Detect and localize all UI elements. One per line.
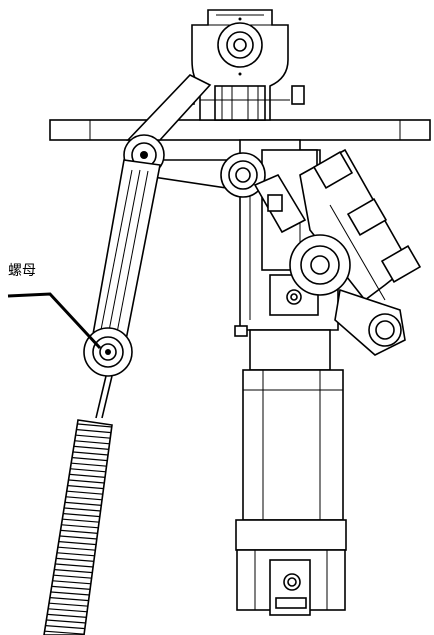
- mounting-plate: [49, 119, 431, 141]
- spring-coil-line: [77, 423, 113, 428]
- spring-coil-line: [59, 541, 97, 546]
- spring-coil-line: [72, 457, 108, 462]
- spring-coil-line: [61, 524, 99, 529]
- spring-coil-line: [77, 429, 112, 434]
- spring-coil-line: [68, 485, 104, 490]
- nut-label: 螺母: [8, 263, 36, 279]
- threaded-rod: [95, 375, 113, 419]
- nut-joint: [83, 327, 133, 377]
- spring-coil-line: [55, 563, 94, 568]
- spring-coil-line: [69, 479, 105, 484]
- spring-coil-line: [74, 445, 110, 450]
- spring-coil-line: [73, 451, 109, 456]
- spring-coil-line: [46, 619, 87, 624]
- spring-coil-line: [56, 557, 95, 562]
- spring-coil-line: [50, 597, 90, 602]
- coil-spring: [43, 419, 113, 635]
- spring-coil-line: [51, 591, 90, 596]
- spring-coil-line: [54, 569, 93, 574]
- spring-coil-line: [70, 468, 107, 473]
- spring-coil-line: [58, 546, 96, 551]
- spring-coil-line: [52, 580, 92, 585]
- spring-coil-line: [64, 507, 101, 512]
- spring-coil-line: [65, 501, 102, 506]
- spring-coil-line: [63, 513, 101, 518]
- spring-coil-line: [60, 529, 99, 534]
- spring-coil-line: [75, 440, 110, 445]
- spring-coil-line: [67, 490, 104, 495]
- spring-coil-line: [44, 630, 85, 635]
- spring-coil-line: [71, 462, 107, 467]
- spring-coil-line: [52, 585, 91, 590]
- spring-coil-line: [45, 625, 86, 630]
- motor-housing: [235, 329, 347, 616]
- nut-callout: 螺母: [7, 263, 102, 350]
- spring-coil-line: [48, 608, 88, 613]
- spring-coil-line: [76, 434, 111, 439]
- spring-coil-line: [62, 518, 100, 523]
- spring-coil-line: [69, 473, 106, 478]
- spring-coil-line: [66, 496, 103, 501]
- spring-coil-line: [47, 613, 87, 618]
- rotating-arm: [253, 148, 422, 356]
- spring-coil-line: [60, 535, 98, 540]
- top-bracket: [181, 9, 305, 121]
- spring-coil-line: [53, 574, 93, 579]
- central-pivot: [220, 152, 266, 198]
- spring-coil-line: [49, 602, 89, 607]
- spring-coil-line: [57, 552, 96, 557]
- connecting-rod: [91, 159, 161, 346]
